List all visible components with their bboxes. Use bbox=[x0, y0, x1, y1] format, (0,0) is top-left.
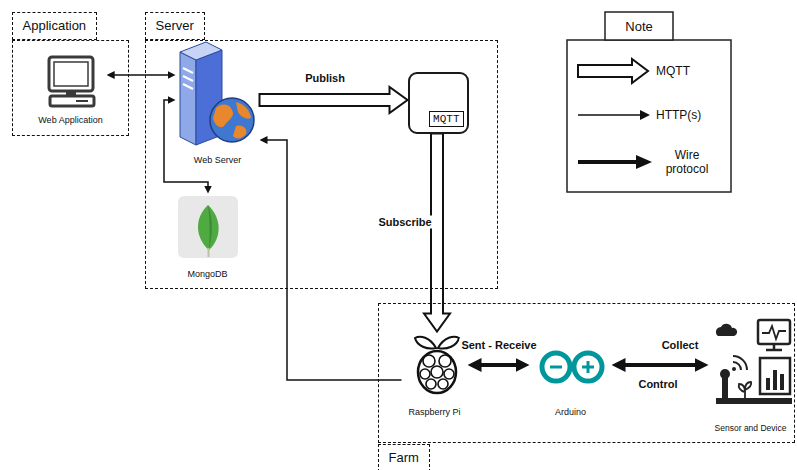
server-icon bbox=[180, 42, 254, 145]
region-heading: Farm bbox=[378, 444, 430, 470]
legend-text: HTTP(s) bbox=[656, 108, 701, 122]
device-node: Arduino bbox=[530, 348, 612, 418]
legend-samples bbox=[578, 59, 652, 169]
legend-text: Wire protocol bbox=[666, 148, 709, 176]
edge-label: Control bbox=[636, 378, 679, 391]
broker-label: MQTT bbox=[429, 111, 463, 127]
legend-entry: Wire protocol bbox=[658, 148, 716, 176]
mqtt-arrow bbox=[260, 87, 408, 113]
server-node: Web Server bbox=[176, 44, 260, 166]
http-arrow bbox=[164, 100, 208, 188]
icon-label: Raspberry Pi bbox=[408, 407, 460, 418]
icon-label: Web Application bbox=[38, 115, 102, 126]
device-node: Sensor and Device bbox=[709, 316, 793, 434]
note-heading: Note bbox=[625, 19, 652, 34]
edge-label: Publish bbox=[303, 72, 347, 85]
mongodb-icon bbox=[178, 196, 238, 258]
edge-label: Subscribe bbox=[376, 216, 433, 229]
database-node: MongoDB bbox=[172, 194, 244, 280]
legend-entry: MQTT bbox=[656, 64, 690, 78]
region-heading: Server bbox=[145, 12, 205, 40]
region-frame: ApplicationWeb Application bbox=[12, 40, 129, 136]
sensor-icons bbox=[716, 320, 792, 404]
region-heading: Application bbox=[12, 12, 98, 40]
arduino-icon bbox=[542, 353, 602, 381]
edge-label: Sent - Receive bbox=[459, 339, 538, 352]
http-arrow bbox=[265, 140, 401, 380]
raspberry-pi-icon bbox=[415, 337, 459, 393]
http-arrow bbox=[112, 74, 170, 76]
region-frame: FarmRaspberry PiArduinoSensor and Device bbox=[378, 303, 795, 443]
legend-entry: HTTP(s) bbox=[656, 108, 701, 122]
icon-label: Web Server bbox=[194, 155, 241, 166]
application-node: Web Application bbox=[34, 52, 106, 126]
icon-label: MongoDB bbox=[187, 269, 227, 280]
broker-box: MQTT bbox=[408, 72, 469, 134]
edge-label: Collect bbox=[660, 339, 701, 352]
wire-arrow bbox=[477, 363, 519, 367]
icon-label: Arduino bbox=[555, 407, 586, 418]
device-node: Raspberry Pi bbox=[402, 332, 468, 418]
wire-arrow bbox=[621, 363, 698, 367]
computer-icon bbox=[49, 57, 94, 106]
icon-label: Sensor and Device bbox=[715, 423, 787, 434]
note-frame bbox=[567, 12, 731, 192]
mqtt-arrow bbox=[424, 134, 450, 332]
legend-text: MQTT bbox=[656, 64, 690, 78]
